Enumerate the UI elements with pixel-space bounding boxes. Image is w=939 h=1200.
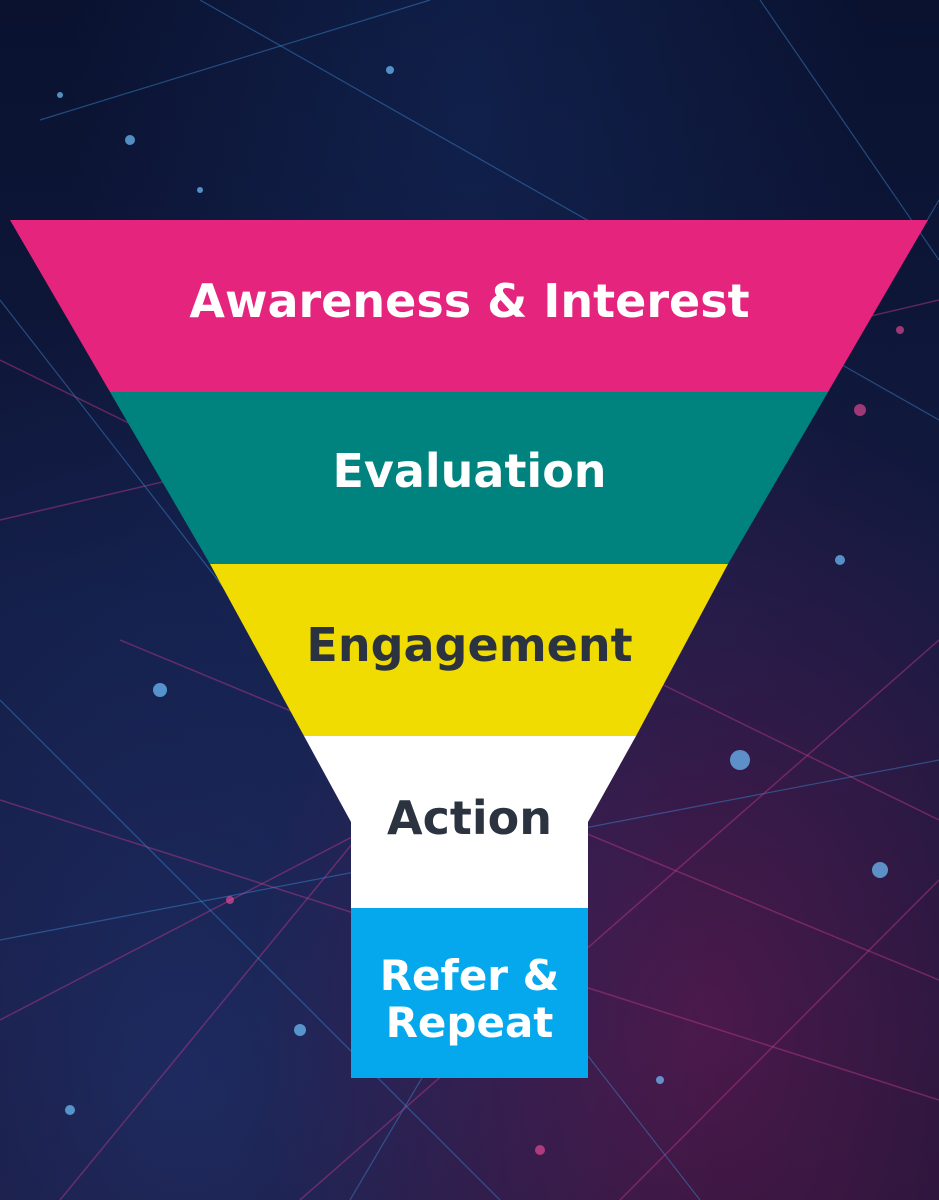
- funnel-stage-evaluation: [110, 392, 828, 564]
- stage-label-action: Action: [387, 791, 552, 845]
- funnel-stage-refer-repeat: [351, 908, 588, 1078]
- stage-label-refer-line2: Repeat: [385, 998, 554, 1047]
- stage-label-evaluation: Evaluation: [332, 444, 607, 498]
- funnel-stage-action: [304, 736, 636, 908]
- stage-label-engagement: Engagement: [306, 618, 633, 672]
- stage-label-awareness-interest: Awareness & Interest: [189, 274, 750, 328]
- stage-label-refer-line1: Refer &: [379, 951, 560, 1000]
- funnel-stage-awareness-interest: [10, 220, 928, 392]
- funnel-stage-engagement: [210, 564, 728, 736]
